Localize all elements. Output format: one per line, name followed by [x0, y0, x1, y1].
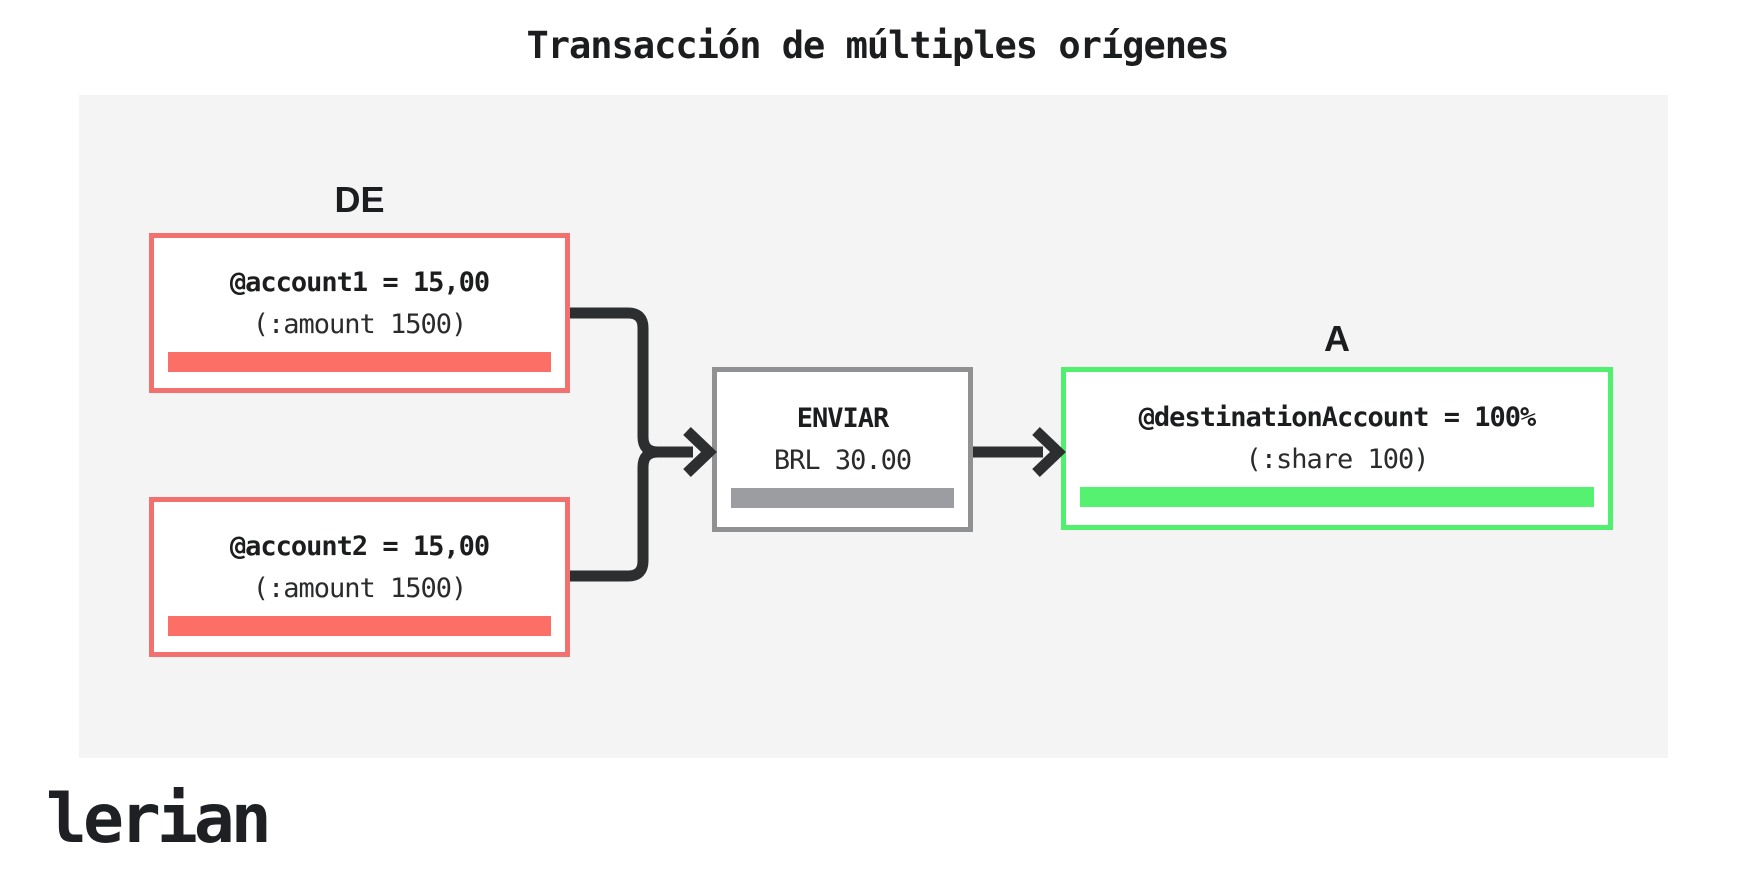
diagram-panel: DE A @account1 = 15,00 (:amount 1500) @a…	[79, 95, 1668, 758]
source-account1-accent-bar	[168, 352, 551, 372]
destination-account-value: @destinationAccount = 100%	[1138, 402, 1537, 433]
source-account1-node: @account1 = 15,00 (:amount 1500)	[149, 233, 570, 393]
connector-source2-to-merge	[570, 446, 693, 582]
source-account1-amount: (:amount 1500)	[252, 309, 468, 340]
send-operation-accent-bar	[731, 488, 954, 508]
send-operation-label: ENVIAR	[796, 403, 890, 434]
destination-group-label: A	[1324, 318, 1350, 359]
source-account1-value: @account1 = 15,00	[229, 267, 490, 298]
source-group-label: DE	[334, 179, 385, 220]
lerian-logo: lerian	[46, 780, 272, 859]
destination-account-accent-bar	[1080, 487, 1594, 507]
arrowhead-to-operation-icon	[683, 427, 717, 477]
send-operation-amount: BRL 30.00	[773, 445, 912, 476]
send-operation-node: ENVIAR BRL 30.00	[712, 367, 973, 532]
arrowhead-to-destination-icon	[1032, 427, 1066, 477]
destination-account-node: @destinationAccount = 100% (:share 100)	[1061, 367, 1613, 530]
destination-account-share: (:share 100)	[1245, 444, 1429, 475]
connector-source1-to-merge	[570, 307, 693, 458]
source-account2-amount: (:amount 1500)	[252, 573, 468, 604]
source-account2-node: @account2 = 15,00 (:amount 1500)	[149, 497, 570, 657]
source-account2-value: @account2 = 15,00	[229, 531, 490, 562]
diagram-title: Transacción de múltiples orígenes	[526, 24, 1229, 67]
source-account2-accent-bar	[168, 616, 551, 636]
